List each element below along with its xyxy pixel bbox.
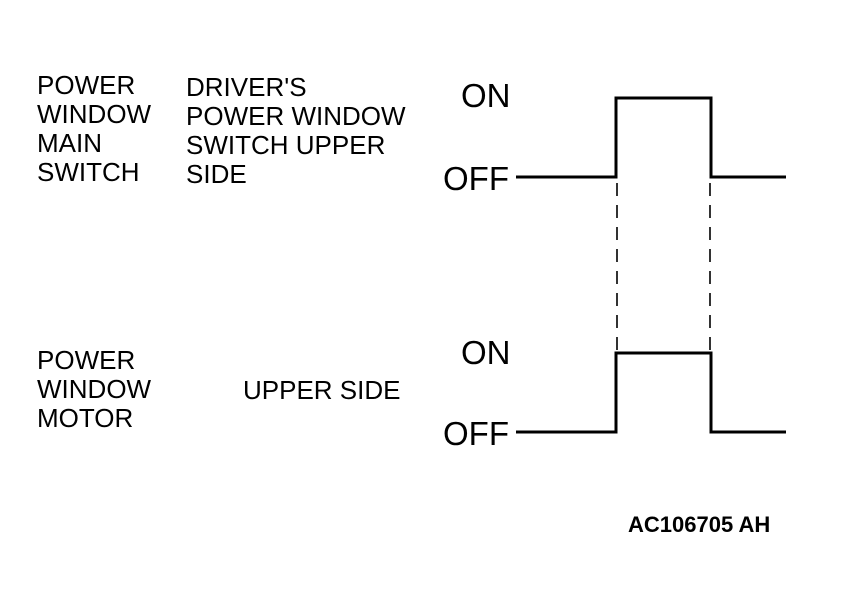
motor-component-label: POWER WINDOW MOTOR [37, 346, 151, 433]
label-line: DRIVER'S [186, 72, 307, 102]
motor-detail-label: UPPER SIDE [243, 376, 401, 405]
label-line: MOTOR [37, 403, 134, 433]
switch-off-label: OFF [443, 160, 509, 197]
label-line: POWER [37, 70, 136, 100]
label-line: SWITCH UPPER [186, 130, 386, 160]
label-line: UPPER SIDE [243, 375, 401, 405]
figure-code: AC106705 AH [628, 512, 771, 537]
motor-on-label: ON [461, 334, 511, 371]
label-line: POWER WINDOW [186, 101, 406, 131]
motor-waveform [516, 351, 786, 434]
switch-component-label: POWER WINDOW MAIN SWITCH [37, 71, 151, 187]
label-line: SIDE [186, 159, 247, 189]
label-line: WINDOW [37, 374, 152, 404]
label-line: WINDOW [37, 99, 152, 129]
label-line: POWER [37, 345, 136, 375]
switch-detail-label: DRIVER'S POWER WINDOW SWITCH UPPER SIDE [186, 73, 406, 189]
switch-waveform [516, 96, 786, 179]
label-line: MAIN [37, 128, 102, 158]
switch-on-label: ON [461, 77, 511, 114]
label-line: SWITCH [37, 157, 140, 187]
motor-off-label: OFF [443, 415, 509, 452]
